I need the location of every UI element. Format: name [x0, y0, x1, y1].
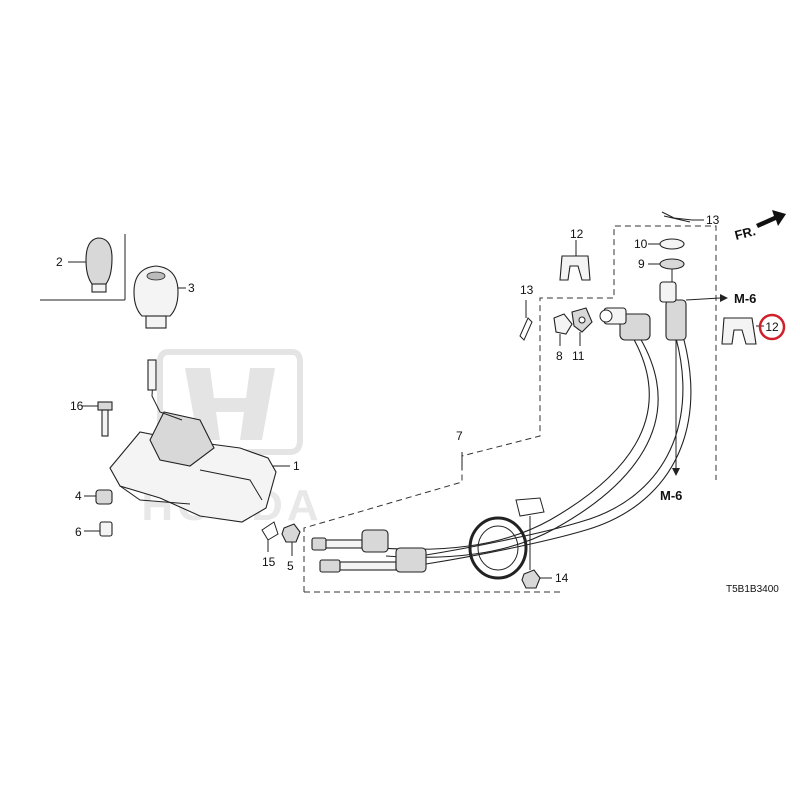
callout-labels: 2 3 16 1 4 6 15 5 7 14 13 8 11 12 10 9 1… [56, 213, 757, 585]
shift-knob-leather [68, 237, 113, 293]
callout-9: 9 [638, 257, 645, 271]
cable-end-upper [599, 281, 728, 476]
callout-12-top: 12 [570, 227, 584, 241]
callout-7: 7 [456, 429, 463, 443]
callout-16: 16 [70, 399, 84, 413]
callout-5: 5 [287, 559, 294, 573]
callout-14: 14 [555, 571, 569, 585]
nut [281, 523, 301, 556]
washer [648, 238, 685, 250]
callout-13-left: 13 [520, 283, 534, 297]
clip [261, 521, 279, 552]
cable-lock-clip-detail [721, 317, 764, 345]
callout-4: 4 [75, 489, 82, 503]
bushing [84, 489, 113, 505]
cable-bracket [468, 497, 545, 580]
cotter-pin-left [519, 300, 533, 341]
diagram-code: T5B1B3400 [726, 584, 779, 595]
cable-assembly-outline [303, 225, 717, 593]
callout-11: 11 [572, 349, 585, 363]
callout-15: 15 [262, 555, 276, 569]
callout-1: 1 [293, 459, 300, 473]
collar [84, 521, 113, 537]
callout-8: 8 [556, 349, 563, 363]
callout-10: 10 [634, 237, 648, 251]
callout-2: 2 [56, 255, 63, 269]
callout-12-right: 12 [765, 320, 779, 334]
cable-end-lower [311, 529, 427, 573]
bolt [82, 401, 113, 437]
front-arrow-icon [756, 210, 786, 228]
cotter-pin-top [661, 211, 704, 223]
ref-m6-top: M-6 [734, 291, 756, 306]
cable-bushing [553, 313, 573, 346]
callout-6: 6 [75, 525, 82, 539]
ref-m6-bottom: M-6 [660, 488, 682, 503]
front-direction-label: FR. [733, 223, 757, 243]
callout-3: 3 [188, 281, 195, 295]
flange-nut [521, 569, 552, 589]
callout-13-top: 13 [706, 213, 720, 227]
spring-washer [648, 258, 685, 282]
shift-cables [379, 335, 692, 565]
shift-knob [133, 265, 186, 329]
knob-inset-frame [40, 234, 126, 301]
highlighted-callout-12: 12 [758, 313, 786, 341]
shift-lever-base [109, 359, 290, 523]
cable-lock-clip [559, 240, 591, 281]
cable-clip-bushing [571, 307, 593, 346]
